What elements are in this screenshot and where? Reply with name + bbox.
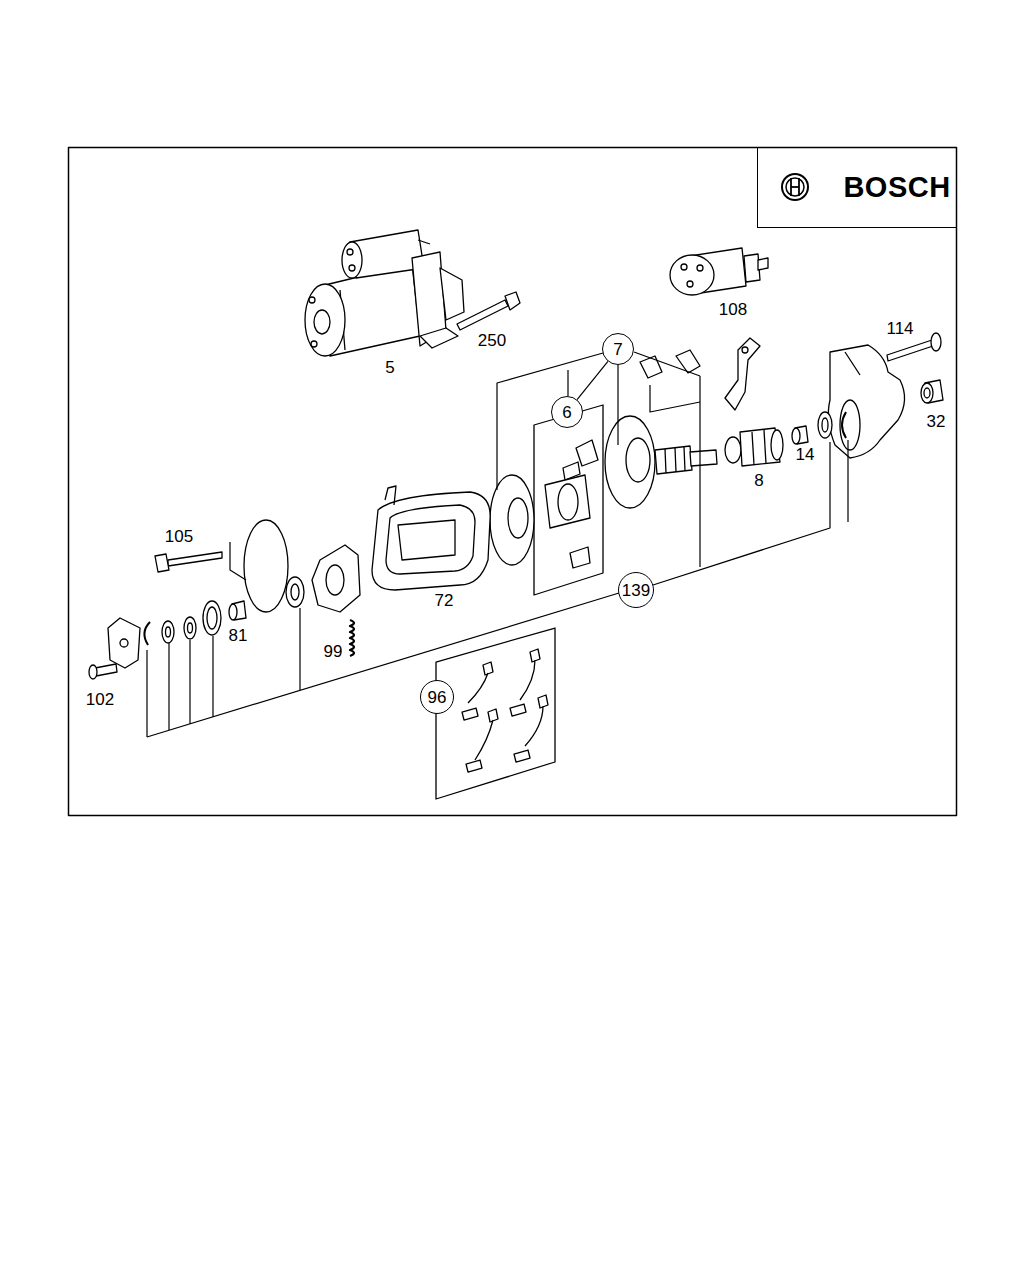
brand-text: BOSCH	[843, 173, 950, 202]
callout-number: 14	[794, 445, 817, 464]
callout-number: 96	[428, 689, 447, 706]
callout-circle: 6	[551, 396, 583, 428]
callout-number: 108	[717, 300, 749, 319]
callout-number: 8	[752, 471, 765, 490]
callout-circle: 96	[420, 680, 454, 714]
callout-number: 7	[613, 341, 622, 358]
callout-number: 114	[884, 319, 915, 338]
callout-number: 102	[84, 690, 116, 709]
callout-number: 72	[433, 591, 456, 610]
callout-number: 5	[383, 358, 396, 377]
callout-number: 81	[227, 626, 250, 645]
callout-number: 105	[163, 527, 195, 546]
callout-number: 32	[925, 412, 948, 431]
callout-number: 99	[322, 642, 345, 661]
brand-box: BOSCH	[757, 147, 956, 228]
callout-number: 139	[622, 582, 650, 599]
callout-number: 6	[562, 404, 571, 421]
callout-number: 250	[476, 331, 508, 350]
leader-connector	[577, 361, 608, 399]
callout-circle: 139	[618, 572, 654, 608]
callout-circle: 7	[602, 333, 634, 365]
